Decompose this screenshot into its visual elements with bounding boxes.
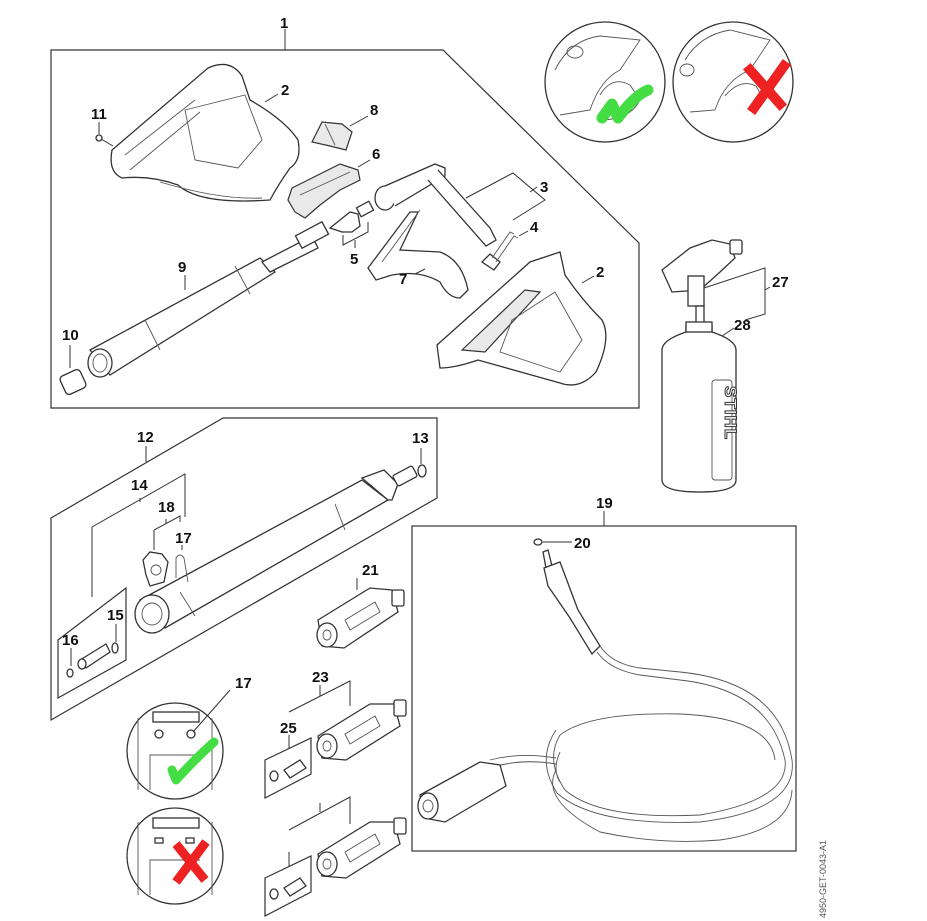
fan-nozzle-set-23: 23 25 (264, 669, 407, 799)
check-mark-icon (167, 737, 219, 785)
callout-2b: 2 (596, 264, 604, 281)
callout-17b: 17 (235, 675, 252, 692)
lower-insert-frame (264, 855, 312, 917)
group-12-frame (50, 417, 438, 722)
foam-bottle-group: STIHL 27 28 (661, 239, 789, 493)
group-19-hose: 19 20 (411, 495, 797, 852)
group-1-frame (50, 49, 640, 409)
hose-gun-connector (542, 549, 601, 656)
gun-tube (87, 220, 330, 378)
callout-4: 4 (530, 219, 539, 236)
group-1-spray-gun: 1 2 11 8 6 (50, 15, 640, 409)
x-mark-icon (172, 839, 210, 885)
trigger-lever (374, 163, 497, 247)
group-25-frame (264, 737, 312, 799)
fan-nozzle-lower (316, 817, 407, 879)
callout-13: 13 (412, 430, 429, 447)
locking-clip (311, 121, 353, 151)
u-pin (175, 554, 189, 583)
hose-machine-connector (417, 761, 507, 823)
callout-8: 8 (370, 102, 378, 119)
assembly-check-incorrect (672, 21, 794, 143)
retaining-pin (480, 231, 519, 271)
group-14-sub-frame (57, 586, 127, 700)
foam-bottle: STIHL (661, 321, 741, 493)
o-ring-small (66, 668, 74, 678)
handle-half-shell-right (436, 251, 607, 386)
callout-16: 16 (62, 632, 79, 649)
callout-6: 6 (372, 146, 380, 163)
callout-1: 1 (280, 15, 288, 32)
drawing-code: 4950-GET-0043-A1 (818, 840, 828, 918)
callout-28: 28 (734, 317, 751, 334)
stihl-logo: STIHL (721, 386, 740, 440)
callout-25: 25 (280, 720, 297, 737)
lock-slider (142, 551, 169, 587)
callout-21: 21 (362, 562, 379, 579)
group-12-lance: 12 13 14 18 17 (50, 417, 438, 722)
callout-17: 17 (175, 530, 192, 547)
trigger (367, 209, 469, 299)
callout-27: 27 (772, 274, 789, 291)
spring (59, 368, 87, 396)
callout-18: 18 (158, 499, 175, 516)
callout-7: 7 (399, 271, 407, 288)
hose-coil (489, 645, 793, 842)
lance-tube (134, 465, 418, 634)
x-mark-icon (742, 59, 791, 115)
assembly-check-correct (544, 21, 666, 143)
callout-10: 10 (62, 327, 79, 344)
callout-14: 14 (131, 477, 148, 494)
callout-3: 3 (540, 179, 548, 196)
fan-nozzle (316, 699, 407, 761)
callout-2: 2 (281, 82, 289, 99)
callout-15: 15 (107, 607, 124, 624)
rotary-nozzle (316, 587, 405, 649)
handle-half-shell-left (110, 63, 300, 202)
callout-5: 5 (350, 251, 358, 268)
screw (95, 134, 114, 147)
callout-19: 19 (596, 495, 613, 512)
nozzle-insert (77, 643, 111, 670)
fan-nozzle-set-lower (264, 796, 407, 917)
callout-20: 20 (574, 535, 591, 552)
valve-insert (328, 200, 375, 233)
nozzle-insert-25 (269, 759, 307, 782)
hose-o-ring (533, 538, 543, 546)
callout-12: 12 (137, 429, 154, 446)
callout-23: 23 (312, 669, 329, 686)
o-ring-large (111, 642, 119, 654)
pin-check-incorrect (126, 807, 224, 905)
callout-9: 9 (178, 259, 186, 276)
trigger-bracket (287, 163, 361, 219)
pin-check-correct (126, 702, 224, 800)
callout-11: 11 (91, 106, 107, 123)
nozzle-insert-lower (269, 877, 307, 900)
o-ring (417, 464, 427, 478)
check-mark-icon (596, 84, 654, 124)
foam-nozzle-head (661, 239, 743, 327)
